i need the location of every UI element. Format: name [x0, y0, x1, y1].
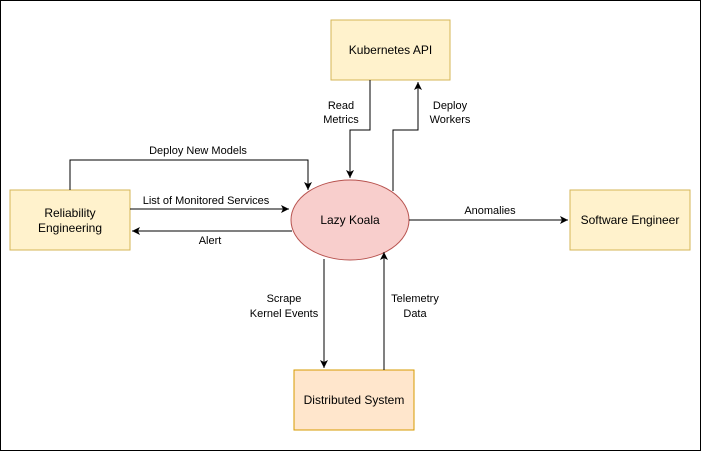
- edge-deploy-workers-label-line2: Workers: [430, 114, 471, 126]
- edge-telemetry-label-line1: Telemetry: [391, 293, 439, 305]
- edge-alert-label: Alert: [199, 235, 222, 247]
- node-distributed-system: Distributed System: [293, 369, 415, 431]
- edge-read-metrics-label-line2: Metrics: [323, 114, 359, 126]
- distributed-system-label: Distributed System: [304, 393, 405, 407]
- edge-deploy-workers-label-line1: Deploy: [433, 100, 468, 112]
- node-kubernetes-api: Kubernetes API: [330, 19, 451, 81]
- lazy-koala-label: Lazy Koala: [320, 213, 380, 227]
- kubernetes-api-label: Kubernetes API: [349, 43, 432, 57]
- node-software-engineer: Software Engineer: [569, 189, 691, 251]
- edge-anomalies-label: Anomalies: [464, 205, 516, 217]
- edge-read-metrics: [346, 80, 371, 178]
- reliability-label-line2: Engineering: [38, 221, 102, 235]
- reliability-label-line1: Reliability: [44, 206, 95, 220]
- edge-telemetry-label-line2: Data: [403, 308, 427, 320]
- node-lazy-koala: Lazy Koala: [290, 179, 410, 261]
- node-reliability-engineering: Reliability Engineering: [9, 189, 131, 251]
- edge-deploy-new-models-label: Deploy New Models: [149, 145, 247, 157]
- edge-deploy-new-models: [69, 159, 312, 190]
- edge-scrape-label-line2: Kernel Events: [250, 308, 319, 320]
- edge-monitored-services-label: List of Monitored Services: [143, 195, 270, 207]
- edge-deploy-workers: [392, 82, 422, 191]
- edge-read-metrics-label-line1: Read: [328, 100, 354, 112]
- edge-scrape-label-line1: Scrape: [267, 293, 302, 305]
- software-engineer-label: Software Engineer: [581, 213, 680, 227]
